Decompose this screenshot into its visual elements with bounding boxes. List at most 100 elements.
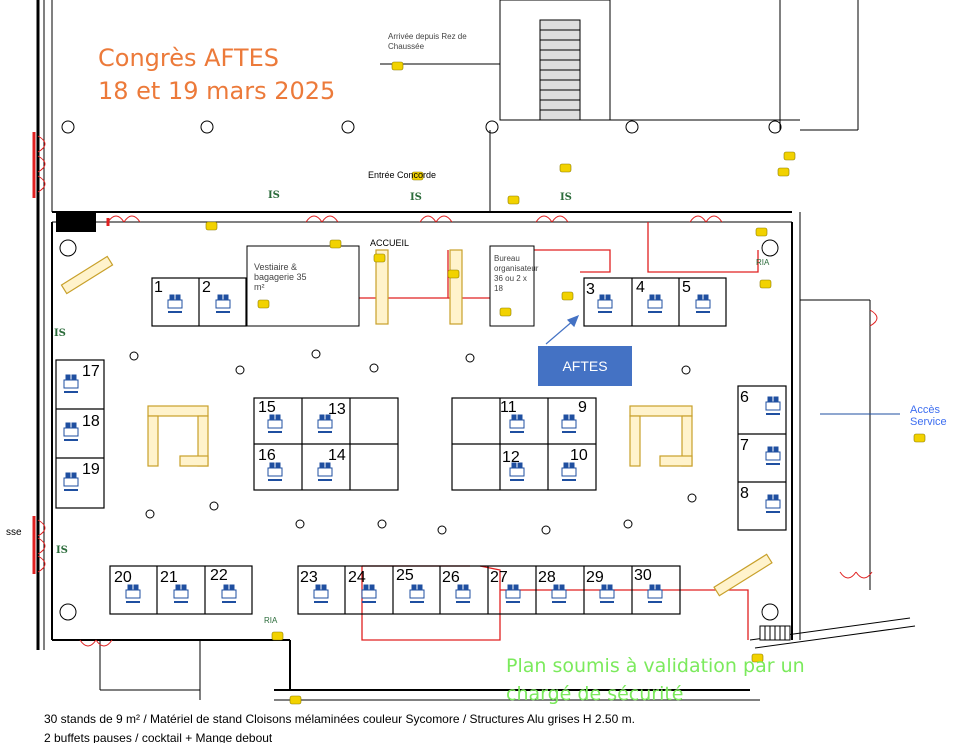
note-icon	[499, 307, 512, 317]
stand-number: 26	[442, 569, 460, 586]
stand-number: 14	[328, 447, 346, 464]
stand-number: 9	[578, 399, 587, 416]
note-icon	[329, 239, 342, 249]
stand-table-icon	[561, 414, 577, 433]
stand-number: 20	[114, 569, 132, 586]
note-icon	[759, 279, 772, 289]
stand-number: 11	[500, 399, 517, 416]
note-icon	[783, 151, 796, 161]
stand-table-icon	[647, 294, 663, 313]
note-icon	[559, 163, 572, 173]
stand-table-icon	[695, 294, 711, 313]
stand-table-icon	[647, 584, 663, 603]
note-icon	[289, 695, 302, 705]
stand-number: 3	[586, 281, 595, 298]
exit-door-marks	[32, 132, 110, 574]
stand-number: 17	[82, 363, 100, 380]
stand-table-icon	[63, 422, 79, 441]
stand-number: 13	[328, 401, 346, 418]
stand-table-icon	[317, 414, 333, 433]
stand-blocks	[55, 277, 787, 615]
stand-number: 30	[634, 567, 652, 584]
stand-number: 27	[490, 569, 508, 586]
stand-number: 16	[258, 447, 276, 464]
stand-table-icon	[125, 584, 141, 603]
stand-table-icon	[173, 584, 189, 603]
note-icon	[751, 653, 764, 663]
buffet-tables	[60, 249, 773, 597]
stand-number: 12	[502, 449, 520, 466]
stand-table-icon	[167, 294, 183, 313]
note-icon	[411, 171, 424, 181]
stand-table-icon	[509, 414, 525, 433]
stand-number: 1	[154, 279, 163, 296]
stand-number: 29	[586, 569, 604, 586]
exit-doors	[37, 135, 878, 647]
note-icon	[205, 221, 218, 231]
stand-number: 22	[210, 567, 228, 584]
is-marker-2: IS	[410, 192, 422, 203]
note-icon	[755, 227, 768, 237]
stand-table-icon	[561, 462, 577, 481]
stand-number: 25	[396, 567, 414, 584]
stand-table-icon	[505, 584, 521, 603]
vestiaire-label: Vestiaire & bagagerie 35 m²	[254, 262, 307, 292]
note-icon	[391, 61, 404, 71]
stand-table-icon	[509, 462, 525, 481]
outer-walls	[36, 0, 916, 701]
stand-table-icon	[551, 584, 567, 603]
note-icon	[447, 269, 460, 279]
validation-note: Plan soumis à validation par un chargé d…	[506, 655, 805, 705]
is-marker-1: IS	[268, 190, 280, 201]
aftes-callout: AFTES	[538, 346, 632, 386]
note-icon	[777, 167, 790, 177]
stand-number: 10	[570, 447, 588, 464]
is-marker-4: IS	[54, 328, 66, 339]
ria-marker-2: RIA	[756, 258, 770, 267]
stand-furniture	[63, 294, 781, 603]
stand-table-icon	[63, 374, 79, 393]
stand-table-icon	[765, 494, 781, 513]
stand-table-icon	[765, 396, 781, 415]
event-dates: 18 et 19 mars 2025	[98, 77, 336, 105]
is-marker-3: IS	[560, 192, 572, 203]
safety-route	[357, 222, 759, 641]
rooms	[246, 245, 535, 327]
footer-stands-info: 30 stands de 9 m² / Matériel de stand Cl…	[44, 712, 635, 726]
stand-number: 23	[300, 569, 318, 586]
stand-number: 28	[538, 569, 556, 586]
stand-number: 21	[160, 569, 178, 586]
stand-table-icon	[313, 584, 329, 603]
stand-number: 7	[740, 437, 749, 454]
note-icons	[205, 61, 926, 705]
is-marker-5: IS	[56, 545, 68, 556]
ria-marker-1: RIA	[264, 616, 278, 625]
arrivee-label: Arrivée depuis Rez de Chaussée	[388, 32, 467, 51]
note-icon	[561, 291, 574, 301]
stand-number: 19	[82, 461, 100, 478]
stand-table-icon	[63, 472, 79, 491]
stand-number: 8	[740, 485, 749, 502]
stand-table-icon	[267, 414, 283, 433]
stand-table-icon	[317, 462, 333, 481]
footer-buffets-info: 2 buffets pauses / cocktail + Mange debo…	[44, 731, 273, 743]
side-cut-label: sse	[6, 527, 22, 538]
stand-number: 5	[682, 279, 691, 296]
entry-block	[56, 212, 96, 232]
stand-number: 24	[348, 569, 366, 586]
stand-table-icon	[221, 584, 237, 603]
columns	[59, 120, 782, 621]
stand-table-icon	[267, 462, 283, 481]
stand-table-icon	[765, 446, 781, 465]
note-icon	[271, 631, 284, 641]
stairs-bottom	[759, 625, 791, 641]
note-icon	[507, 195, 520, 205]
stand-number: 2	[202, 279, 211, 296]
escalator-area	[380, 0, 800, 212]
stand-number: 6	[740, 389, 749, 406]
stand-table-icon	[599, 584, 615, 603]
event-title: Congrès AFTES	[98, 44, 279, 72]
stand-table-icon	[455, 584, 471, 603]
